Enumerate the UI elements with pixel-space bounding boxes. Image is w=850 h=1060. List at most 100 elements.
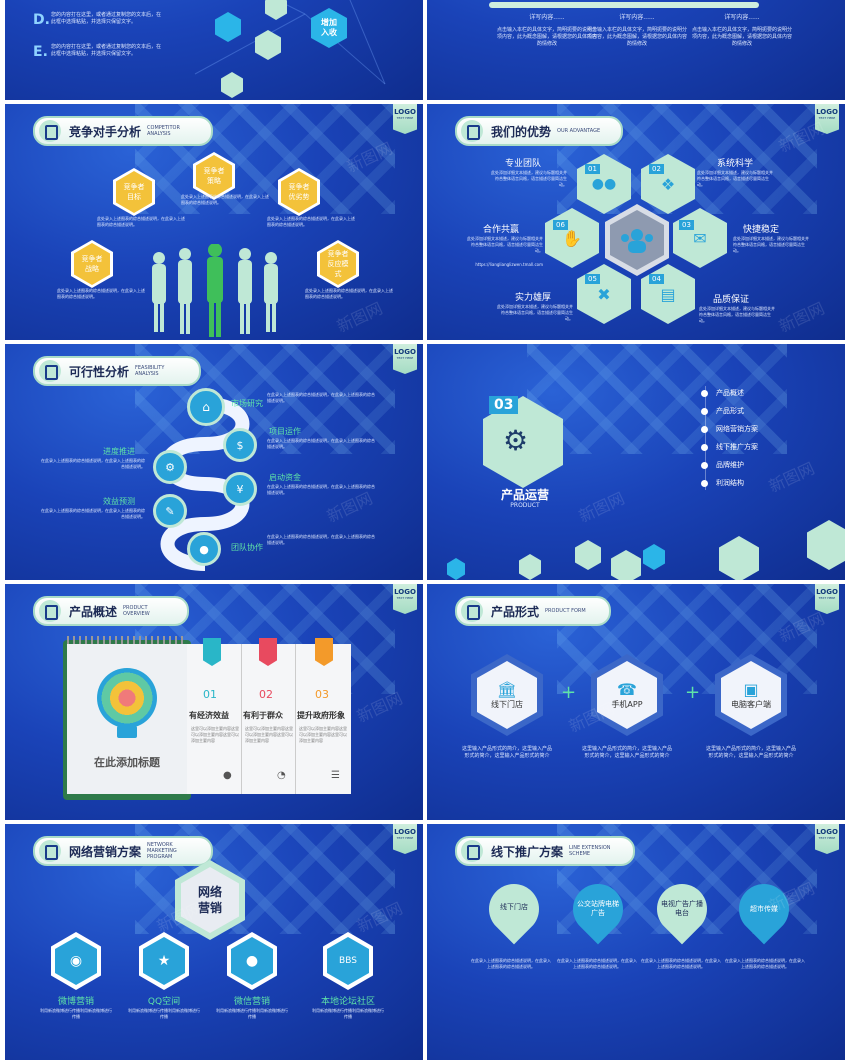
agenda-item[interactable]: 利润结构 — [701, 474, 758, 492]
plus-icon: + — [561, 682, 577, 703]
hex-fast-stable[interactable]: ✉ — [673, 208, 727, 268]
business-people-silhouettes — [152, 244, 278, 337]
column-text: 点击输入本栏的具体文字，简明扼要的说明分项内容，此为概念图解，请根据您的具体内容… — [692, 27, 793, 47]
desc-text: 此处录入上述图表的综合描述说明，在此录入上述图表的综合描述说明。 — [57, 288, 145, 299]
center-hex: 网络营销 — [181, 867, 239, 933]
home-icon[interactable]: ⌂ — [187, 388, 225, 426]
column-label: 详写内容...... — [529, 14, 565, 21]
label-strength: 实力雄厚 — [515, 292, 552, 302]
lightbulb-icon — [97, 668, 157, 728]
agenda-item[interactable]: 产品概述 — [701, 384, 758, 402]
monitor-icon: ▣ — [743, 680, 759, 699]
spiral-binding — [67, 636, 187, 644]
edit-icon — [39, 600, 61, 622]
tools-icon: ✖ — [597, 284, 611, 304]
hex-deco — [221, 72, 243, 98]
agenda-item[interactable]: 网络营销方案 — [701, 420, 758, 438]
chat-icon[interactable]: ● — [187, 532, 221, 566]
hex-strength[interactable]: ✖ — [577, 264, 631, 324]
money-icon[interactable]: $ — [223, 428, 257, 462]
slide-title-bar: 可行性分析 FEASIBILITY ANALYSIS — [33, 356, 202, 386]
column-label: 详写内容...... — [619, 14, 655, 21]
shop-url[interactable]: https://lianglianglizwen.tmall.com — [475, 262, 543, 267]
plus-icon: + — [685, 682, 701, 703]
edit-icon — [39, 120, 61, 142]
edit-icon — [39, 360, 61, 382]
agenda-item[interactable]: 线下推广方案 — [701, 438, 758, 456]
mail-icon: ✉ — [693, 228, 707, 248]
section-subtitle: PRODUCT — [510, 502, 540, 509]
fold-panels — [187, 644, 351, 794]
hex-quality[interactable]: ▤ — [641, 264, 695, 324]
column-label: 详写内容...... — [724, 14, 760, 21]
desc-text: 此处录入上述图表的综合描述说明，在此录入上述图表的综合描述说明。 — [267, 216, 355, 227]
person-icon: ● — [223, 770, 232, 781]
slide-section-product[interactable]: 03 ⚙ 产品运营 PRODUCT 产品概述 产品形式 网络营销方案 线下推广方… — [427, 344, 845, 580]
coin-icon[interactable]: ¥ — [223, 472, 257, 506]
label-system-science: 系统科学 — [717, 158, 754, 168]
hex-competitor-swot[interactable]: 竞争者优劣势 — [281, 171, 317, 213]
edit-icon — [461, 600, 483, 622]
label-professional-team: 专业团队 — [505, 158, 542, 168]
agenda-item[interactable]: 产品形式 — [701, 402, 758, 420]
group-icon: ●● — [591, 176, 617, 192]
edit-icon — [39, 840, 61, 862]
desc-text: 此处录入上述图表的综合描述说明，在此录入上述图表的综合描述说明。 — [181, 194, 269, 205]
edit-icon — [461, 840, 483, 862]
tab-marker — [203, 638, 221, 666]
document-icon[interactable]: ✎ — [153, 494, 187, 528]
desc-text: 此处录入上述图表的综合描述说明，在此录入上述图表的综合描述说明。 — [97, 216, 185, 227]
qzone-icon[interactable]: ★ — [143, 937, 185, 985]
weibo-icon[interactable]: ◉ — [55, 937, 97, 985]
slide-title-bar: 我们的优势 OUR ADVANTAGE — [455, 116, 624, 146]
slide-title-bar: 网络营销方案 NETWORK MARKETING PROGRAM — [33, 836, 214, 866]
hex-cooperation[interactable]: ✋ — [545, 208, 599, 268]
phone-icon: ☎ — [617, 680, 637, 699]
chart-icon: ☰ — [331, 770, 340, 781]
handshake-icon: ✋ — [562, 228, 582, 248]
gears-icon: ⚙ — [503, 424, 529, 457]
team-icon — [610, 210, 664, 270]
bbs-icon[interactable]: BBS — [327, 937, 369, 985]
hex-competitor-response[interactable]: 竞争者反应模式 — [320, 243, 356, 285]
edit-icon — [461, 120, 483, 142]
hex-competitor-goal[interactable]: 竞争者目标 — [116, 171, 152, 213]
tab-marker — [259, 638, 277, 666]
pie-icon: ◔ — [277, 770, 286, 781]
tab-marker — [315, 638, 333, 666]
slide-1[interactable]: D. 您的内容打在这里，或者通过复制您的文本后，在此框中选择粘贴，并选择只保留文… — [5, 0, 423, 100]
hex-competitor-strategy[interactable]: 竞争者策略 — [196, 155, 232, 197]
network-lines — [194, 0, 386, 85]
timeline-bar — [489, 2, 759, 8]
agenda-item[interactable]: 品牌维护 — [701, 456, 758, 474]
wechat-icon[interactable]: ● — [231, 937, 273, 985]
section-number: 03 — [489, 396, 519, 414]
gears-icon[interactable]: ⚙ — [153, 450, 187, 484]
column-text: 点击输入本栏的具体文字，简明扼要的说明分项内容，此为概念图解，请根据您的具体内容… — [497, 27, 598, 47]
hex-competitor-tactics[interactable]: 竞争者战略 — [74, 243, 110, 285]
slide-title-bar: 产品形式 PRODUCT FORM — [455, 596, 612, 626]
add-income-button[interactable]: 增加入收 — [311, 8, 347, 48]
label-cooperation: 合作共赢 — [483, 224, 520, 234]
desc-text: 此处录入上述图表的综合描述说明，在此录入上述图表的综合描述说明。 — [305, 288, 393, 299]
column-text: 点击输入本栏的具体文字，简明扼要的说明分项内容，此为概念图解，请根据您的具体内容… — [587, 27, 688, 47]
agenda-list: 产品概述 产品形式 网络营销方案 线下推广方案 品牌维护 利润结构 — [701, 384, 758, 492]
slide-2[interactable]: 详写内容...... 点击输入本栏的具体文字，简明扼要的说明分项内容，此为概念图… — [427, 0, 845, 100]
hex-deco — [255, 30, 281, 60]
laptop-icon: ▤ — [660, 284, 676, 304]
share-icon: ❖ — [660, 174, 676, 194]
